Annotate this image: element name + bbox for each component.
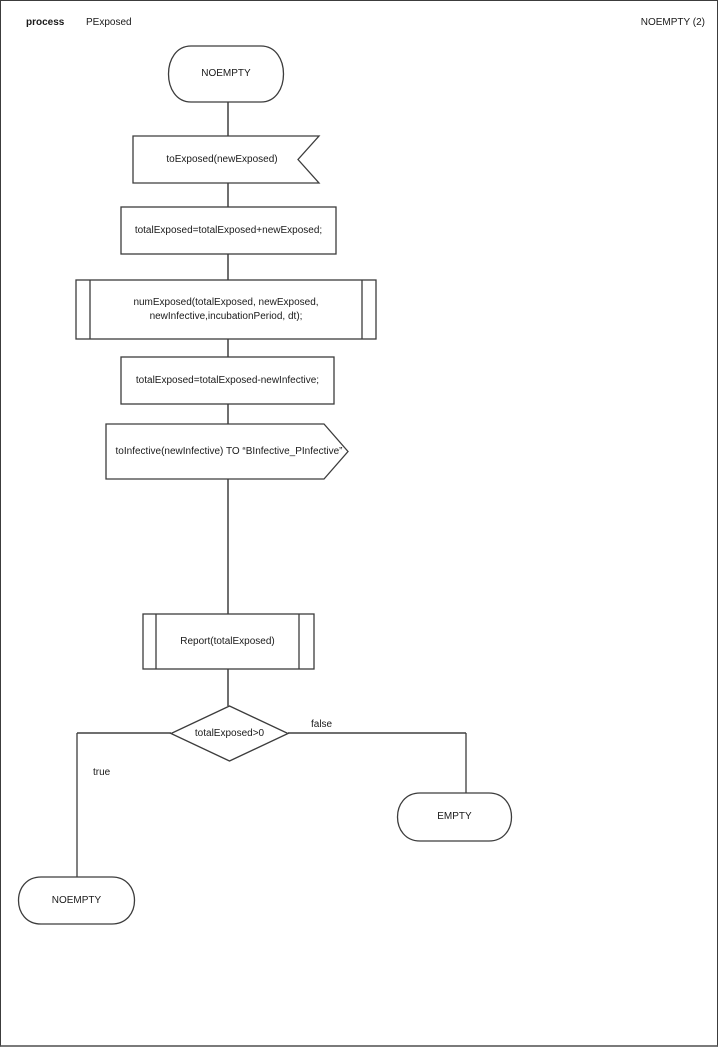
empty-state-shape[interactable] [397, 792, 512, 842]
false-branch-label: false [311, 719, 333, 730]
noempty-state-shape[interactable] [18, 876, 135, 925]
procedure-numexposed-label: numExposed(totalExposed, newExposed, new… [90, 280, 362, 339]
decision-shape[interactable] [169, 705, 290, 762]
true-branch-label: true [93, 767, 111, 778]
procedure-numexposed-line1: numExposed(totalExposed, newExposed, [133, 297, 319, 308]
start-state-label: NOEMPTY [201, 68, 251, 80]
noempty-state-label: NOEMPTY [51, 894, 102, 906]
output-signal-shape[interactable] [105, 423, 349, 480]
procedure-numexposed-shape[interactable] [75, 279, 377, 340]
input-signal-shape[interactable] [132, 135, 321, 184]
process-name: PExposed [86, 17, 132, 28]
page-reference: NOEMPTY (2) [640, 17, 705, 28]
start-state-shape[interactable] [168, 45, 284, 103]
task-subtract-label: totalExposed=totalExposed-newInfective; [135, 374, 320, 386]
empty-state-label: EMPTY [437, 811, 472, 823]
input-signal-label: toExposed(newExposed) [166, 153, 278, 165]
decision-label: totalExposed>0 [194, 727, 265, 739]
output-signal-label: toInfective(newInfective) TO “BInfective… [115, 445, 343, 457]
task-add-label: totalExposed=totalExposed+newExposed; [134, 224, 323, 236]
procedure-report-label: Report(totalExposed) [180, 635, 275, 647]
task-subtract-shape[interactable] [120, 356, 335, 405]
procedure-numexposed-line2: newInfective,incubationPeriod, dt); [149, 310, 303, 322]
process-kind-label: process [26, 17, 65, 28]
procedure-report-shape[interactable] [142, 613, 315, 670]
task-add-shape[interactable] [120, 206, 337, 255]
